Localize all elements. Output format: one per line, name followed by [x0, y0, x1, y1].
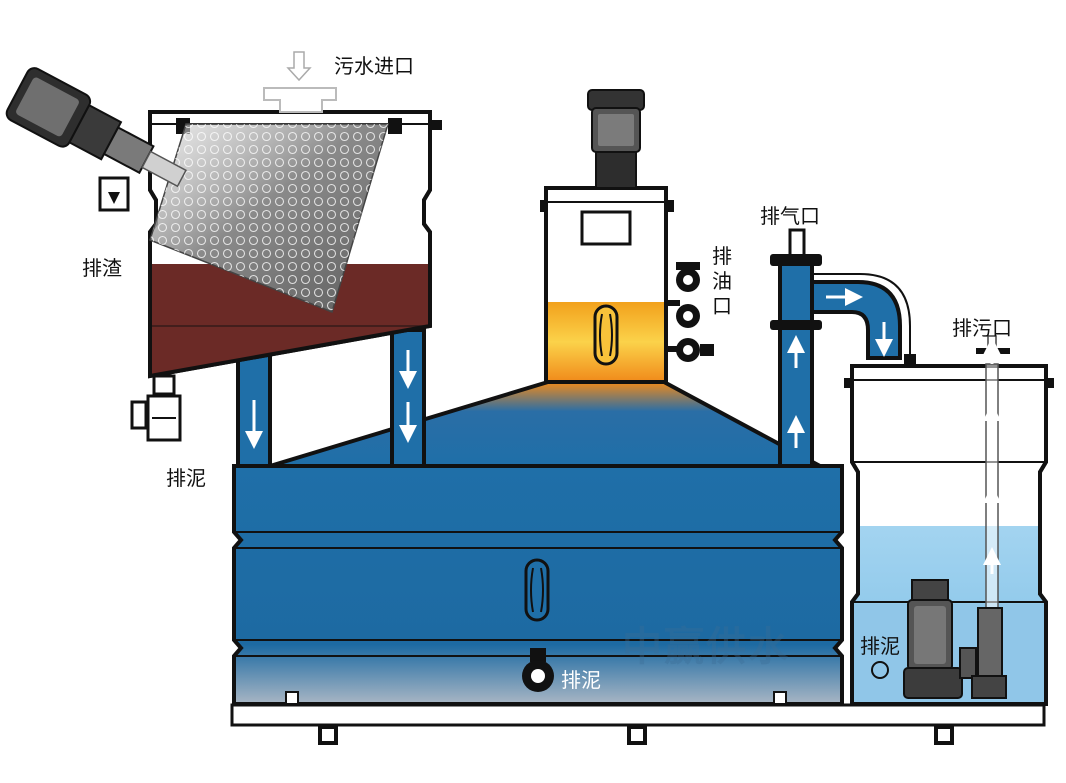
sight-glass-oil [593, 304, 619, 366]
sludge-valve-center[interactable] [522, 648, 554, 692]
label-sludge-right: 排泥 [860, 634, 900, 658]
oil-collection-tank [540, 186, 674, 384]
sludge-valve-left[interactable] [130, 374, 182, 442]
watermark: 中赢供水 [622, 624, 790, 670]
sewage-inlet-pipe[interactable] [263, 51, 337, 113]
downflow-pipe-right [390, 328, 426, 468]
transfer-elbow-pipe [810, 273, 916, 364]
inclined-screen [149, 123, 390, 313]
downflow-pipe-left [236, 344, 272, 468]
label-sludge-left: 排泥 [166, 466, 206, 490]
oil-outlet-valves[interactable] [666, 262, 714, 362]
oil-tank-motor [587, 89, 645, 189]
label-sewage-inlet: 污水进口 [334, 54, 414, 78]
label-oil-discharge: 排油口 [712, 244, 732, 318]
slag-outlet[interactable] [98, 176, 130, 212]
outlet-riser-pipe [770, 228, 822, 468]
screen-drive-motor [5, 67, 187, 188]
base-feet [318, 725, 954, 745]
label-vent: 排气口 [760, 204, 820, 228]
oil-tank-window [580, 210, 632, 246]
label-sludge-center: 排泥 [561, 668, 601, 692]
main-separation-tank [232, 464, 844, 706]
label-slag-discharge: 排渣 [82, 256, 122, 280]
submersible-pump [871, 579, 1007, 699]
sight-glass-main [524, 558, 550, 622]
label-sewage-discharge: 排污口 [952, 316, 1012, 340]
oil-collection-hopper [269, 380, 821, 468]
base-rail [230, 703, 1046, 727]
